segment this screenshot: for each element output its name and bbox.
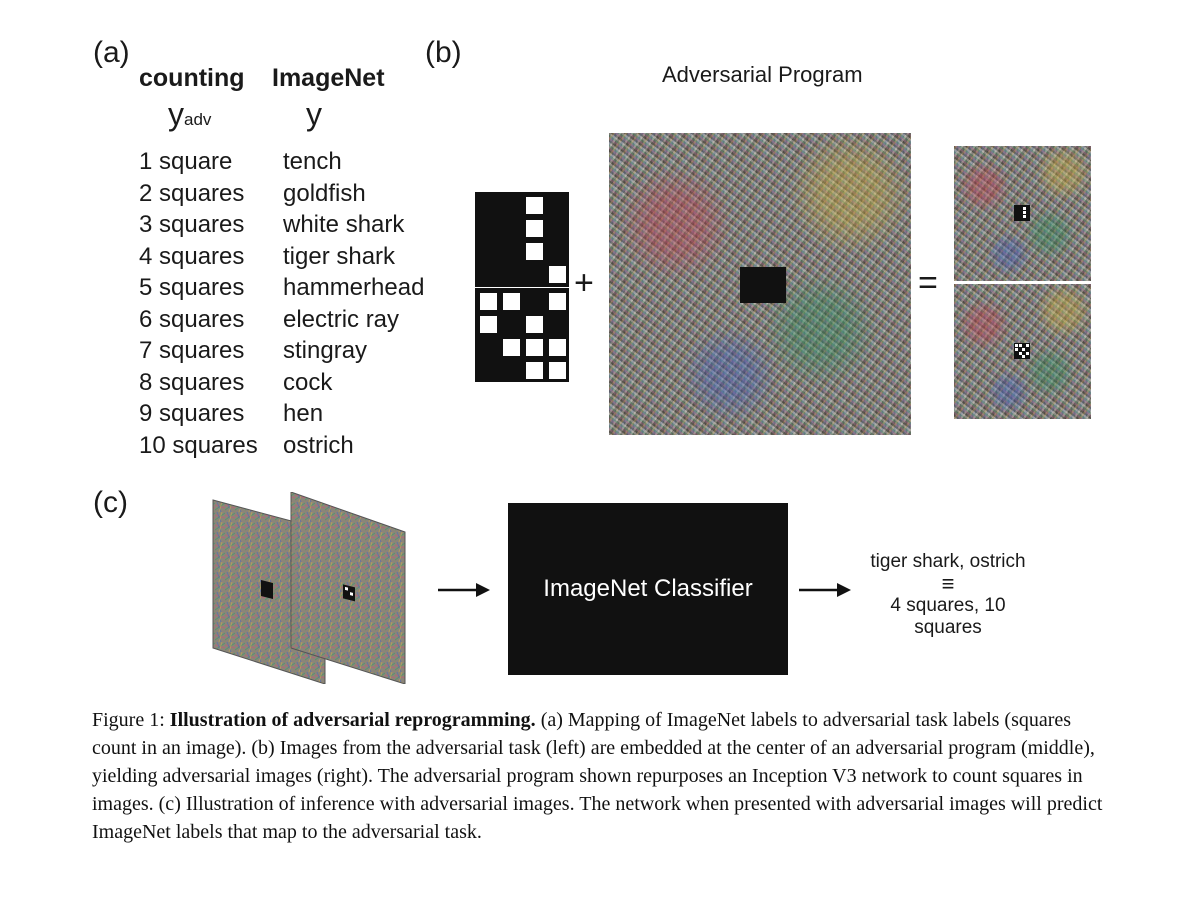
white-square (526, 243, 543, 260)
caption-text: (a) Mapping of ImageNet labels to advers… (92, 709, 1103, 843)
table-row: 1 square tench (139, 146, 424, 178)
count-cell: 9 squares (139, 400, 245, 427)
white-cell (1015, 348, 1018, 351)
white-square (549, 362, 566, 379)
imagenet-cell: white shark (283, 211, 405, 238)
white-cell (1023, 215, 1026, 218)
white-square (526, 197, 543, 214)
table-row: 10 squares ostrich (139, 430, 424, 462)
table-row: 4 squares tiger shark (139, 241, 424, 273)
white-cell (1019, 352, 1022, 355)
plus-sign: + (574, 264, 594, 302)
table-row: 9 squares hen (139, 398, 424, 430)
embedded-task-image (1014, 343, 1030, 359)
imagenet-cell: hammerhead (283, 274, 425, 301)
imagenet-cell: cock (283, 368, 333, 396)
output-square-counts: 4 squares, 10 squares (890, 595, 1006, 638)
adversarial-image-top (954, 146, 1091, 281)
panel-a-label: (a) (93, 36, 130, 69)
white-square (526, 362, 543, 379)
output-imagenet-labels: tiger shark, ostrich (870, 551, 1026, 572)
figure-caption: Figure 1: Illustration of adversarial re… (92, 706, 1110, 846)
count-cell: 3 squares (139, 211, 245, 238)
white-cell (1026, 344, 1029, 347)
white-square (503, 293, 520, 310)
embedded-task-image (343, 584, 355, 602)
arrow-to-output (799, 583, 851, 597)
white-cell (345, 586, 348, 591)
table-row: 8 squares cock (139, 367, 424, 399)
count-cell: 7 squares (139, 337, 245, 364)
y-adv-symbol: yadv (168, 96, 211, 133)
table-row: 7 squares stingray (139, 335, 424, 367)
y-adv-subscript: adv (184, 110, 212, 129)
caption-prefix: Figure 1: (92, 709, 170, 731)
imagenet-cell: goldfish (283, 179, 366, 207)
y-symbol: y (306, 96, 322, 132)
white-cell (1022, 348, 1025, 351)
table-row: 3 squares white shark (139, 209, 424, 241)
white-square (526, 220, 543, 237)
panel-b-label: (b) (425, 36, 462, 69)
white-square (549, 293, 566, 310)
table-row: 6 squares electric ray (139, 304, 424, 336)
output-block: tiger shark, ostrich ≡ 4 squares, 10 squ… (858, 551, 1038, 639)
task-image-10-squares (475, 288, 569, 382)
imagenet-cell: tench (283, 148, 342, 175)
panel-c-label: (c) (93, 486, 128, 519)
count-cell: 5 squares (139, 274, 245, 301)
imagenet-cell: tiger shark (283, 242, 396, 270)
count-cell: 1 square (139, 148, 233, 175)
imagenet-classifier-box: ImageNet Classifier (508, 503, 788, 675)
label-mapping-table: 1 square tench 2 squares goldfish 3 square… (139, 146, 424, 461)
adversarial-program-image (609, 133, 911, 435)
count-cell: 10 squares (139, 431, 258, 459)
white-cell (1015, 344, 1018, 347)
task-image-4-squares (475, 192, 569, 287)
white-square (526, 316, 543, 333)
table-row: 5 squares hammerhead (139, 272, 424, 304)
equivalence-symbol: ≡ (941, 571, 955, 596)
white-cell (1019, 344, 1022, 347)
white-square (526, 339, 543, 356)
imagenet-cell: ostrich (283, 431, 354, 459)
white-square (503, 339, 520, 356)
count-cell: 6 squares (139, 305, 245, 333)
white-cell (1022, 355, 1025, 358)
white-cell (1023, 211, 1026, 214)
white-cell (350, 592, 353, 596)
stacked-adversarial-images (212, 492, 406, 684)
count-cell: 8 squares (139, 368, 245, 396)
classifier-label: ImageNet Classifier (543, 575, 753, 602)
imagenet-cell: electric ray (283, 305, 400, 333)
center-embedding-slot (740, 267, 786, 303)
table-row: 2 squares goldfish (139, 178, 424, 210)
white-square (549, 339, 566, 356)
white-square (480, 293, 497, 310)
adversarial-image-bottom (954, 284, 1091, 419)
arrow-to-classifier (438, 583, 490, 597)
equals-sign: = (918, 264, 938, 302)
embedded-task-image (261, 579, 273, 599)
counting-column-header: counting (139, 64, 245, 92)
white-cell (1026, 352, 1029, 355)
white-square (480, 316, 497, 333)
imagenet-cell: hen (283, 400, 324, 427)
white-square (549, 266, 566, 283)
count-cell: 2 squares (139, 179, 245, 207)
count-cell: 4 squares (139, 242, 245, 270)
adversarial-program-title: Adversarial Program (662, 62, 863, 87)
imagenet-cell: stingray (283, 337, 368, 364)
y-adv-letter: y (168, 96, 184, 132)
caption-bold-title: Illustration of adversarial reprogrammin… (169, 709, 536, 731)
embedded-task-image (1014, 205, 1030, 221)
imagenet-column-header: ImageNet (272, 64, 385, 92)
white-cell (1023, 207, 1026, 210)
